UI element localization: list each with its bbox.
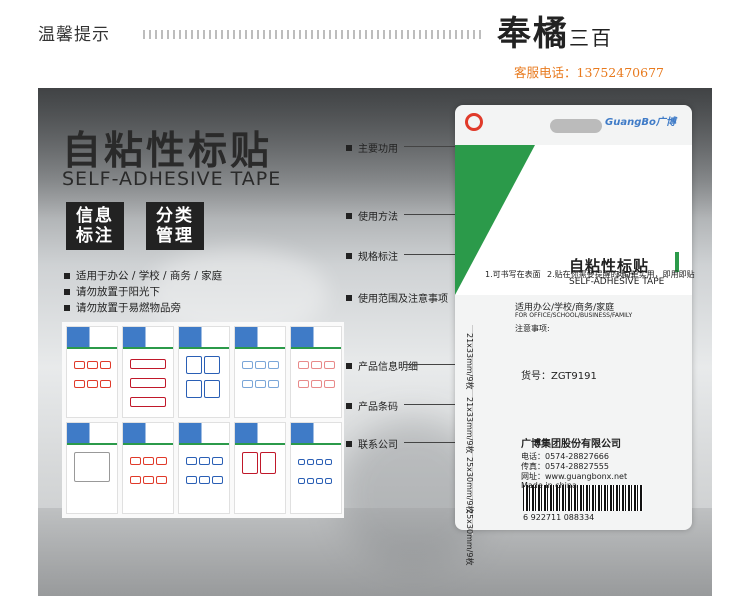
brand-name: 奉橘 (497, 14, 569, 54)
callout-line (404, 146, 484, 147)
barcode-number: 6 922711 088334 (523, 513, 595, 522)
header: 温馨提示 奉橘三百 客服电话：13752470677 (0, 0, 750, 88)
callout-line (404, 254, 464, 255)
callout-text: 使用方法 (358, 212, 398, 223)
service-phone: 客服电话：13752470677 (514, 65, 664, 80)
usage-scope: 适用办公/学校/商务/家庭 (515, 303, 615, 313)
callout-spec: 规格标注 (346, 248, 398, 263)
barcode (523, 485, 643, 511)
callout-square-icon (346, 362, 352, 369)
bullet-text: 请勿放置于阳光下 (76, 286, 160, 298)
badge-category-label: 分类 管理 (156, 206, 194, 246)
model-number: 货号：ZGT9191 (521, 371, 597, 382)
badge-info-label: 信息 标注 (76, 206, 114, 246)
spec-label: 21x33mm/9枚 (465, 397, 474, 454)
callout-text: 使用范围及注意事项 (358, 294, 448, 305)
tip-title: 温馨提示 (38, 25, 110, 45)
brand-logo: 奉橘三百 (497, 6, 613, 55)
thumbnail-card (234, 326, 286, 418)
company-name: 广博集团股份有限公司 (521, 439, 621, 450)
bullet-item: 适用于办公 / 学校 / 商务 / 家庭 (64, 268, 222, 284)
company-phone: 电话：0574-28827666 (521, 452, 609, 461)
brand-name-small: 三百 (569, 26, 613, 50)
package-side-strip (455, 325, 473, 535)
badge-info: 信息 标注 (66, 202, 124, 250)
bullet-square-icon (64, 305, 70, 311)
thumbnail-card (290, 326, 342, 418)
hang-hole (550, 119, 602, 133)
thumbnail-card (122, 326, 174, 418)
usage-scope-en: FOR OFFICE/SCHOOL/BUSINESS/FAMILY (515, 312, 633, 319)
callout-barcode: 产品条码 (346, 398, 398, 413)
notice-title: 注意事项: (515, 324, 550, 333)
usage-bullets: 适用于办公 / 学校 / 商务 / 家庭 请勿放置于阳光下 请勿放置于易燃物品旁 (64, 268, 222, 316)
package-green-corner (455, 145, 535, 295)
callout-scope: 使用范围及注意事项 (346, 290, 448, 305)
callout-text: 产品条码 (358, 402, 398, 413)
usage-step: 3.简单实用，即用即贴 (615, 270, 695, 279)
brand-logo-icon (465, 113, 483, 131)
company-website: 网址：www.guangbonx.net (521, 472, 628, 481)
callout-text: 产品信息明细 (358, 362, 418, 373)
thumbnail-card (122, 422, 174, 514)
callout-product-info: 产品信息明细 (346, 358, 418, 373)
package-subtitle: SELF-ADHESIVE TAPE (569, 277, 665, 287)
thumbnail-card (178, 326, 230, 418)
package-accent-bar (675, 252, 679, 272)
package-brand: GuangBo广博 (605, 117, 676, 128)
thumbnail-card (66, 326, 118, 418)
callout-square-icon (346, 252, 352, 259)
thumbnail-card (234, 422, 286, 514)
product-thumbnails (62, 322, 344, 518)
thumbnail-card (66, 422, 118, 514)
callout-usage-method: 使用方法 (346, 208, 398, 223)
product-subtitle: SELF-ADHESIVE TAPE (62, 168, 282, 190)
callout-square-icon (346, 440, 352, 447)
callout-line (404, 442, 504, 443)
company-fax: 传真：0574-28827555 (521, 462, 609, 471)
bullet-square-icon (64, 273, 70, 279)
bullet-text: 请勿放置于易燃物品旁 (76, 302, 181, 314)
usage-step: 2.贴在你需要提醒的地方 (547, 270, 635, 279)
bullet-text: 适用于办公 / 学校 / 商务 / 家庭 (76, 270, 223, 282)
callout-main-function: 主要功用 (346, 140, 398, 155)
callout-text: 联系公司 (358, 440, 398, 451)
bullet-item: 请勿放置于阳光下 (64, 284, 222, 300)
callout-text: 主要功用 (358, 144, 398, 155)
product-title: 自粘性标贴 (62, 129, 273, 174)
thumbnail-card (290, 422, 342, 514)
package-image: GuangBo广博 自粘性标贴 SELF-ADHESIVE TAPE 21x33… (455, 105, 695, 565)
usage-step: 1.可书写在表面 (485, 270, 541, 279)
spec-label: 21x33mm/9枚 (465, 333, 474, 390)
callout-square-icon (346, 402, 352, 409)
thumbnail-card (178, 422, 230, 514)
badge-category: 分类 管理 (146, 202, 204, 250)
callout-square-icon (346, 144, 352, 151)
callout-line (404, 214, 480, 215)
stripe-divider (143, 30, 483, 39)
callout-company: 联系公司 (346, 436, 398, 451)
bullet-square-icon (64, 289, 70, 295)
spec-label: 25x30mm/9枚 (465, 509, 474, 566)
made-in: Made in china (521, 481, 577, 490)
callout-text: 规格标注 (358, 252, 398, 263)
spec-label: 25x30mm/9枚 (465, 457, 474, 514)
bullet-item: 请勿放置于易燃物品旁 (64, 300, 222, 316)
package-title: 自粘性标贴 (569, 257, 650, 275)
callout-square-icon (346, 294, 352, 301)
callout-square-icon (346, 212, 352, 219)
